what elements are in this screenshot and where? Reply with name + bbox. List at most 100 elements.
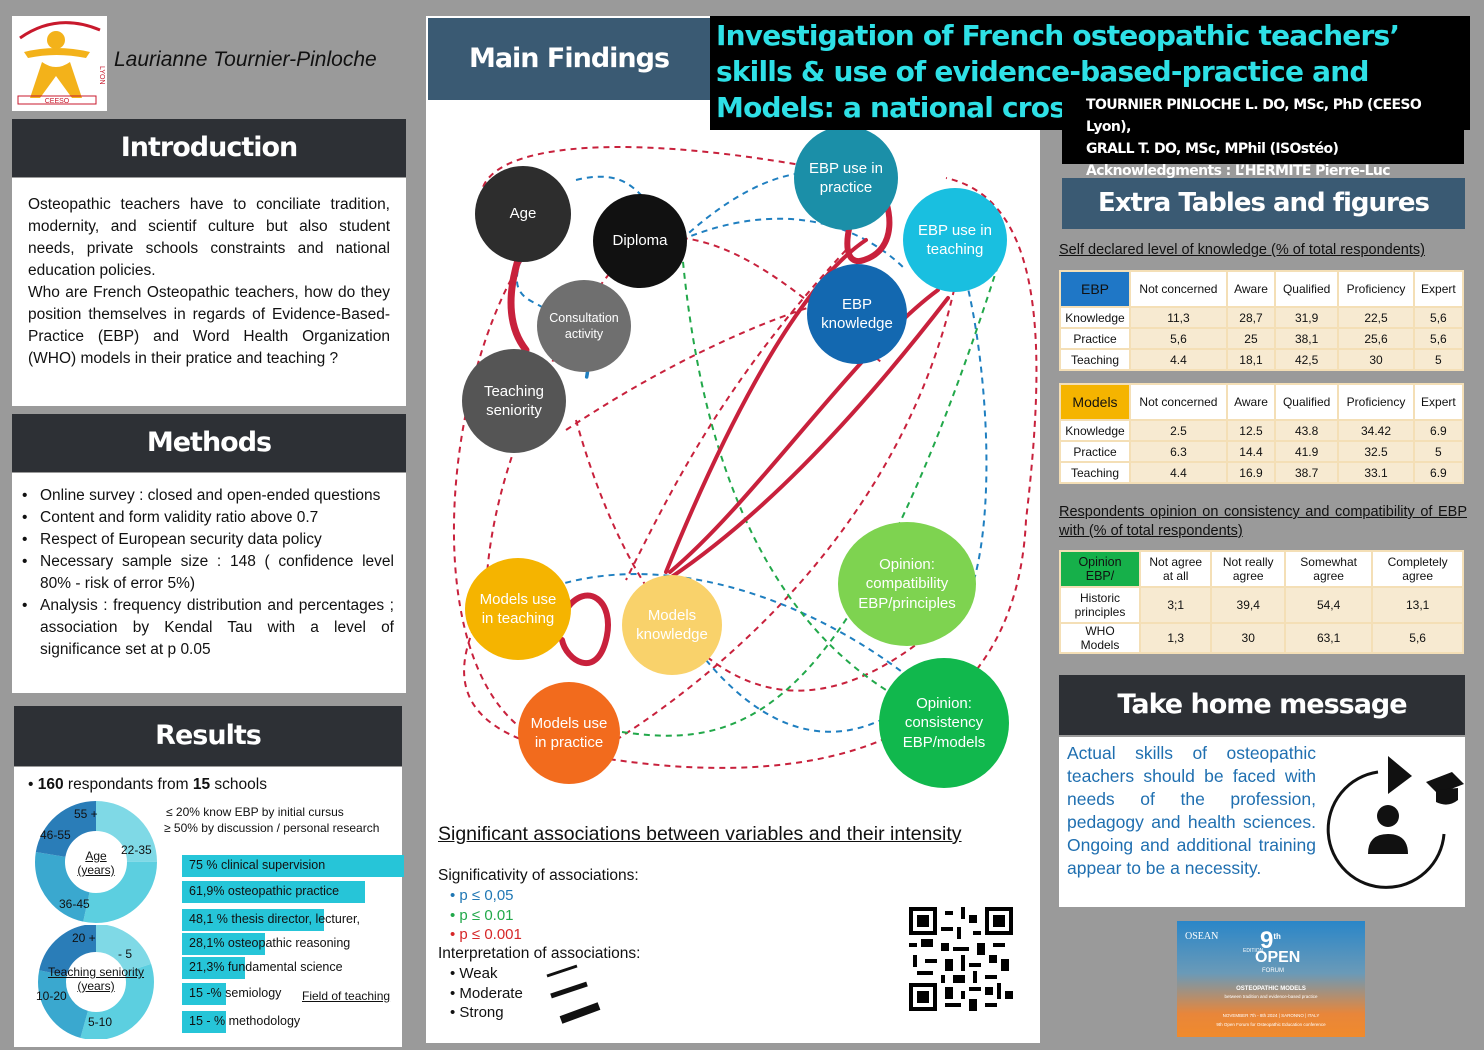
extra-heading: Extra Tables and figures xyxy=(1062,178,1465,229)
seniority-segment-5: - 5 xyxy=(118,947,133,961)
seniority-segment-20: 20 + xyxy=(72,931,96,945)
node-models-practice: Models use in practice xyxy=(518,682,620,784)
col-header: Not concerned xyxy=(1129,270,1228,308)
col-header: Not really agree xyxy=(1210,550,1286,588)
take-home-text: Actual skills of osteopathic teachers sh… xyxy=(1067,743,1316,878)
ebp-table: EBP Not concerned Aware Qualified Profic… xyxy=(1059,270,1465,371)
interp-weak: • Weak xyxy=(450,965,498,982)
methods-panel: Online survey : closed and open-ended qu… xyxy=(12,473,406,693)
sig-level-005: • p ≤ 0,05 xyxy=(450,887,514,904)
associations-subtitle: Significant associations between variabl… xyxy=(438,823,962,845)
col-header: Not concerned xyxy=(1129,383,1228,421)
authors-block: TOURNIER PINLOCHE L. DO, MSc, PhD (CEESO… xyxy=(1062,94,1464,179)
significativity-title: Significativity of associations: xyxy=(438,867,639,884)
methods-item: Online survey : closed and open-ended qu… xyxy=(12,485,394,507)
col-header: Somewhat agree xyxy=(1283,550,1374,588)
edition-word: EDITION xyxy=(1243,948,1264,954)
significativity-legend: • p ≤ 0,05 • p ≤ 0.01 • p ≤ 0.001 xyxy=(450,886,522,945)
authors-line-2: GRALL T. DO, MSc, MPhil (ISOstéo) xyxy=(1086,141,1339,157)
col-header: Proficiency xyxy=(1337,270,1415,308)
node-diploma: Diploma xyxy=(593,194,687,288)
node-opinion-compatibility: Opinion: compatibility EBP/principles xyxy=(838,522,976,646)
node-opinion-consistency: Opinion: consistency EBP/models xyxy=(879,658,1009,788)
node-models-teaching: Models use in teaching xyxy=(465,558,571,660)
col-header: Proficiency xyxy=(1337,383,1415,421)
edition-number: 9th xyxy=(1260,927,1281,954)
field-bar-label: 61,9% osteopathic practice xyxy=(189,884,340,898)
forum-conference: 9th Open Forum for Osteopathic Education… xyxy=(1216,1022,1326,1027)
interp-moderate: • Moderate xyxy=(450,984,523,1002)
logo-box: CEESO LYON xyxy=(12,16,107,111)
field-bar xyxy=(182,983,227,1005)
respondents-line: • 160 respondants from 15 schools xyxy=(28,776,267,793)
forum-dates: NOVEMBER 7th - 8th 2024 | SARONNO | ITAL… xyxy=(1222,1013,1320,1018)
field-bar xyxy=(182,909,325,931)
age-segment-46-55: 46-55 xyxy=(40,828,71,842)
field-bar xyxy=(182,881,366,903)
col-header: Aware xyxy=(1225,383,1277,421)
acknowledgments: Acknowledgments : L’HERMITE Pierre-Luc xyxy=(1086,163,1391,179)
forum-word: FORUM xyxy=(1262,968,1284,974)
ebp-note-1: ≤ 20% know EBP by initial cursus xyxy=(166,805,344,819)
forum-title-2: between tradition and evidence-based pra… xyxy=(1224,994,1318,999)
age-segment-55: 55 + xyxy=(74,807,98,821)
node-ebp-practice: EBP use in practice xyxy=(794,126,898,230)
node-ebp-teaching: EBP use in teaching xyxy=(903,188,1007,292)
open-forum-banner: OSEAN EDITION 9th OPEN FORUM OSTEOPATHIC… xyxy=(1177,921,1365,1037)
interp-strong: • Strong xyxy=(450,1004,504,1021)
field-bar-label: 21,3% fundamental science xyxy=(189,960,343,974)
node-models-knowledge: Models knowledge xyxy=(622,575,722,675)
osean-logo: OSEAN xyxy=(1185,931,1219,942)
age-segment-22-35: 22-35 xyxy=(121,843,152,857)
seniority-segment-10-20: 10-20 xyxy=(36,989,67,1003)
open-word: OPEN xyxy=(1255,949,1301,966)
methods-heading: Methods xyxy=(12,414,406,472)
introduction-heading: Introduction xyxy=(12,119,406,177)
col-header: Qualified xyxy=(1274,383,1340,421)
methods-item: Analysis : frequency distribution and pe… xyxy=(12,595,394,661)
methods-list: Online survey : closed and open-ended qu… xyxy=(12,485,394,661)
node-teaching-seniority: Teaching seniority xyxy=(462,349,566,453)
ebp-note-2: ≥ 50% by discussion / personal research xyxy=(164,821,380,835)
col-header: Aware xyxy=(1225,270,1277,308)
introduction-p2: Who are French Osteopathic teachers, how… xyxy=(28,284,390,367)
methods-item: Necessary sample size : 148 ( confidence… xyxy=(12,551,394,595)
opinion-caption: Respondents opinion on consistency and c… xyxy=(1059,504,1467,539)
training-learner-icon xyxy=(1326,756,1464,889)
results-panel: • 160 respondants from 15 schools ≤ 20% … xyxy=(14,767,404,1047)
logo-main-text: CEESO xyxy=(45,98,70,105)
sig-level-0001: • p ≤ 0.001 xyxy=(450,926,522,943)
qr-code-icon[interactable] xyxy=(909,907,1013,1011)
opinion-table-corner: Opinion EBP/ xyxy=(1059,550,1141,588)
ebp-table-corner: EBP xyxy=(1059,270,1131,308)
field-bar xyxy=(182,855,404,877)
field-bar-label: 15 - % methodology xyxy=(189,1014,301,1028)
field-bar-label: 48,1 % thesis director, lecturer, xyxy=(189,912,360,926)
field-bar xyxy=(182,957,246,979)
forum-title-1: OSTEOPATHIC MODELS xyxy=(1236,986,1306,992)
field-of-teaching-label: Field of teaching xyxy=(302,989,391,1003)
col-header: Expert xyxy=(1412,270,1465,308)
models-table-corner: Models xyxy=(1059,383,1131,421)
node-ebp-knowledge: EBP knowledge xyxy=(807,264,907,364)
authors-line-1: TOURNIER PINLOCHE L. DO, MSc, PhD (CEESO… xyxy=(1086,97,1422,135)
opinion-table: Opinion EBP/ Not agree at all Not really… xyxy=(1059,550,1464,654)
field-bar-label: 15 -% semiology xyxy=(189,986,282,1000)
take-home-heading: Take home message xyxy=(1059,675,1465,735)
sig-level-001: • p ≤ 0.01 xyxy=(450,906,514,924)
field-bar-label: 75 % clinical supervision xyxy=(189,858,326,872)
introduction-panel: Osteopathic teachers have to conciliate … xyxy=(12,178,406,406)
interpretation-title: Interpretation of associations: xyxy=(438,945,641,962)
age-donut-label: Age (years) xyxy=(77,849,115,877)
col-header: Expert xyxy=(1412,383,1465,421)
age-donut xyxy=(35,801,157,923)
methods-item: Content and form validity ratio above 0.… xyxy=(12,507,394,529)
col-header: Qualified xyxy=(1274,270,1340,308)
introduction-p1: Osteopathic teachers have to conciliate … xyxy=(28,196,390,279)
seniority-donut xyxy=(38,925,154,1039)
